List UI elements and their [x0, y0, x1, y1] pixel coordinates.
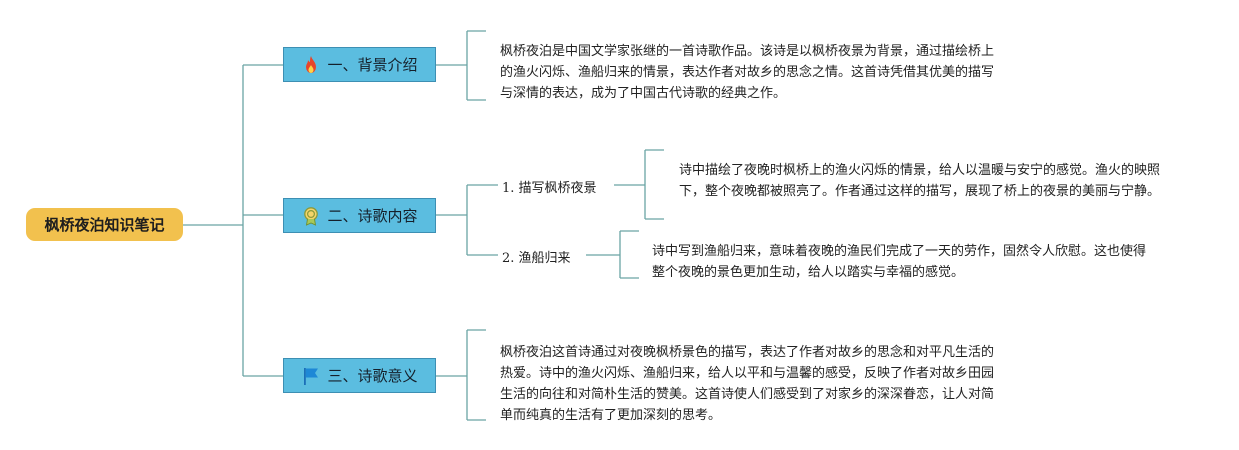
bracket-sub-2 — [619, 230, 639, 279]
branch-significance-title: 三、诗歌意义 — [327, 367, 418, 385]
bracket-note-3 — [466, 329, 486, 421]
sub-label-boats-return-text: 2. 渔船归来 — [502, 251, 571, 266]
sub-label-night-scene[interactable]: 1. 描写枫桥夜景 — [502, 177, 597, 196]
note-significance: 枫桥夜泊这首诗通过对夜晚枫桥景色的描写，表达了作者对故乡的思念和对平凡生活的热爱… — [500, 345, 995, 423]
medal-icon — [301, 206, 321, 226]
branch-content[interactable]: 二、诗歌内容 — [283, 198, 436, 233]
sub-label-night-scene-text: 1. 描写枫桥夜景 — [502, 181, 597, 196]
bracket-note-1 — [466, 30, 486, 101]
root-node[interactable]: 枫桥夜泊知识笔记 — [26, 208, 183, 241]
branch-content-title: 二、诗歌内容 — [327, 207, 418, 225]
fire-icon — [301, 55, 321, 75]
bracket-sub-1 — [644, 149, 664, 220]
branch-background-title: 一、背景介绍 — [327, 56, 418, 74]
sub-label-boats-return[interactable]: 2. 渔船归来 — [502, 247, 571, 266]
note-night-scene: 诗中描绘了夜晚时枫桥上的渔火闪烁的情景，给人以温暖与安宁的感觉。渔火的映照下，整… — [679, 163, 1161, 199]
flag-icon — [301, 366, 321, 386]
note-background: 枫桥夜泊是中国文学家张继的一首诗歌作品。该诗是以枫桥夜景为背景，通过描绘桥上的渔… — [500, 44, 995, 101]
connector-subs-fork — [466, 184, 498, 256]
note-boats-return: 诗中写到渔船归来，意味着夜晚的渔民们完成了一天的劳作，固然令人欣慰。这也使得整个… — [652, 244, 1147, 280]
branch-background[interactable]: 一、背景介绍 — [283, 47, 436, 82]
root-title: 枫桥夜泊知识笔记 — [44, 216, 165, 234]
branch-significance[interactable]: 三、诗歌意义 — [283, 358, 436, 393]
